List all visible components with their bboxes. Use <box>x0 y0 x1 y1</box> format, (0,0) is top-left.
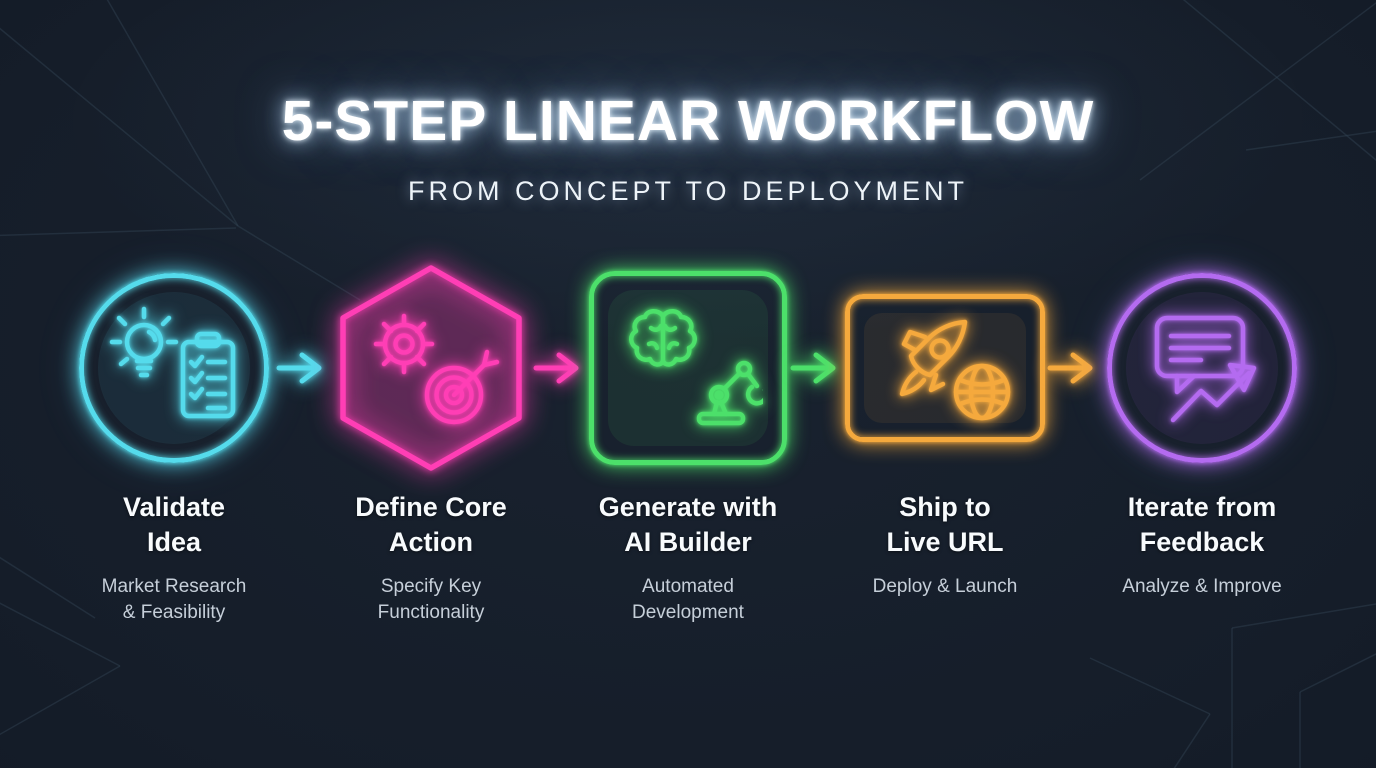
lightbulb-icon <box>109 306 179 378</box>
step-2-subtitle: Specify Key Functionality <box>377 576 485 623</box>
brain-icon <box>629 309 697 367</box>
step-3-title: Generate with AI Builder <box>598 492 778 557</box>
step-5-title: Iterate from Feedback <box>1127 492 1277 557</box>
step-4-subtitle: Deploy & Launch <box>872 576 1018 597</box>
step-4-rounded-rectangle <box>845 294 1045 442</box>
step-3-label: Generate with AI Builder Automated Devel… <box>566 490 810 626</box>
step-1-title: Validate Idea <box>122 492 226 557</box>
arrow-cell-2 <box>531 262 588 474</box>
step-4-inner-fill <box>864 313 1026 423</box>
step-2-label: Define Core Action Specify Key Functiona… <box>309 490 553 626</box>
brain-and-robot-arm-icons <box>629 309 763 426</box>
rocket-and-globe-icons <box>899 319 1011 421</box>
arrow-cell-4 <box>1045 262 1102 474</box>
header: 5-STEP LINEAR WORKFLOW FROM CONCEPT TO D… <box>0 0 1376 207</box>
step-4-label: Ship to Live URL Deploy & Launch <box>823 490 1067 626</box>
checklist-clipboard-icon <box>180 331 236 419</box>
hexagon-outline <box>340 265 522 471</box>
step-1-shape-cell <box>74 262 274 474</box>
step-1-circle <box>79 273 269 463</box>
step-5-circle <box>1107 273 1297 463</box>
growth-arrow-icon <box>1170 362 1257 423</box>
workflow-row: Validate Idea Market Research & Feasibil… <box>74 262 1302 626</box>
flow-arrow-right-icon <box>533 352 578 384</box>
lightbulb-and-checklist-icons <box>109 306 236 419</box>
arrow-cell-1 <box>274 262 331 474</box>
step-4-shape-cell <box>845 262 1045 474</box>
globe-icon <box>953 363 1011 421</box>
step-2-shape-cell <box>331 262 531 474</box>
step-3-rounded-square <box>589 271 787 465</box>
step-1-inner-fill <box>98 292 250 444</box>
step-2-title: Define Core Action <box>355 492 507 557</box>
step-3-subtitle: Automated Development <box>632 576 744 623</box>
step-2-hexagon <box>331 262 531 474</box>
gear-icon <box>373 313 435 375</box>
step-3-shape-cell <box>588 262 788 474</box>
rocket-icon <box>899 319 968 397</box>
chat-and-growth-icons <box>1154 315 1257 423</box>
page-subtitle: FROM CONCEPT TO DEPLOYMENT <box>407 176 969 206</box>
flow-arrow-right-icon <box>790 352 835 384</box>
step-5-shape-cell <box>1102 262 1302 474</box>
robot-arm-icon <box>696 360 763 426</box>
gear-and-target-icons <box>373 313 500 425</box>
arrow-cell-3 <box>788 262 845 474</box>
page-title: 5-STEP LINEAR WORKFLOW <box>281 89 1095 153</box>
step-5-label: Iterate from Feedback Analyze & Improve <box>1080 490 1324 626</box>
flow-arrow-right-icon <box>1047 352 1092 384</box>
step-1-subtitle: Market Research & Feasibility <box>101 576 247 623</box>
step-1-label: Validate Idea Market Research & Feasibil… <box>52 490 296 626</box>
flow-arrow-right-icon <box>276 352 321 384</box>
step-4-title: Ship to Live URL <box>886 492 1004 557</box>
step-5-subtitle: Analyze & Improve <box>1122 576 1282 597</box>
chat-bubble-icon <box>1154 315 1246 395</box>
target-icon <box>424 349 500 425</box>
